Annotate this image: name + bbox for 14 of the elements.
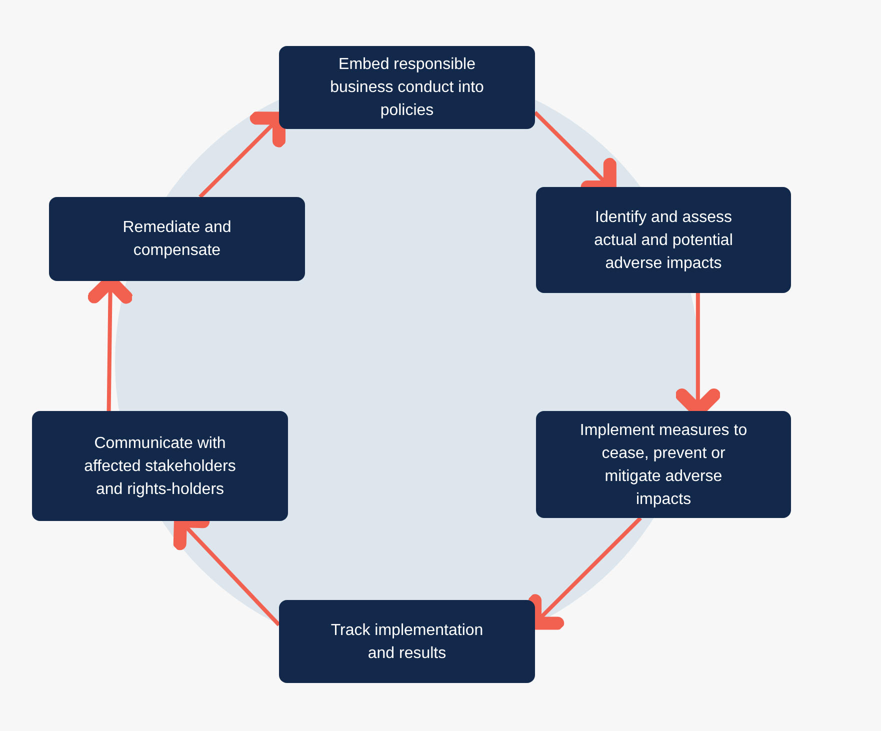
step-box [536,411,791,518]
step-box [279,46,535,129]
arrow [528,516,642,630]
step-box [279,600,535,683]
step-text: Communicate with affected stakeholders and rights-holders [83,434,237,500]
step-text: Track implementation and results [330,620,484,664]
step-text: Implement measures to cease, prevent or mitigate adverse impacts [578,420,748,510]
step-box [49,197,305,281]
step-text: Remediate and compensate [122,218,232,261]
step-text: Embed responsible business conduct into policies [329,55,485,121]
step-text: Identify and assess actual and potential adverse impacts [593,208,734,274]
step-box [536,187,791,293]
arrow [198,112,286,198]
step-box [32,411,288,521]
